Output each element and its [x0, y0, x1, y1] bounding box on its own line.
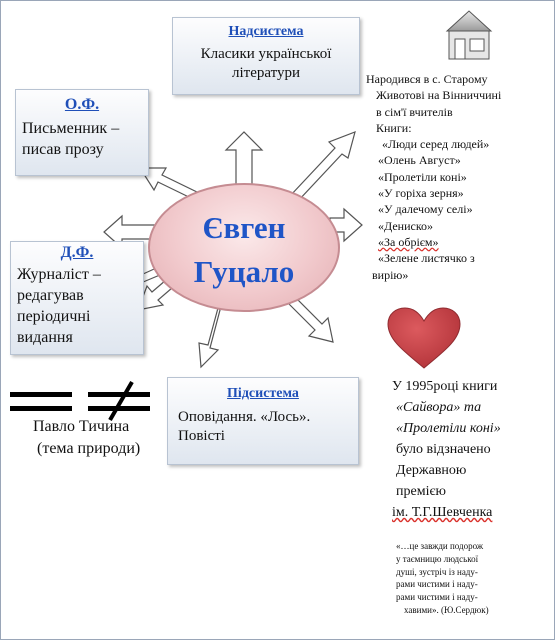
center-ellipse: Євген Гуцало — [148, 183, 340, 312]
supersystem-text-1: Класики української — [200, 46, 332, 62]
subsystem-box: Підсистема Оповідання. «Лось». Повісті — [167, 377, 359, 465]
quote-line: хавими». (Ю.Сердюк) — [404, 604, 489, 615]
not-equals-icon — [88, 380, 150, 422]
df-text-3: періодичні — [17, 308, 91, 325]
quote-line: рами чистими і наду- — [396, 579, 478, 590]
of-text-1: Письменник – — [22, 120, 120, 137]
book-item: «У горіха зерня» — [378, 186, 464, 201]
center-name-2: Гуцало — [193, 254, 295, 289]
bio-line: Книги: — [376, 120, 412, 135]
book-item: «За обрієм» — [378, 234, 439, 249]
subsystem-text-2: Повісті — [178, 428, 225, 444]
book-item: вирію» — [372, 267, 409, 282]
quote-line: у таємницю людської — [396, 553, 479, 564]
award-line: «Пролетіли коні» — [396, 421, 501, 436]
subsystem-text-1: Оповідання. «Лось». — [178, 409, 311, 425]
center-name-1: Євген — [202, 210, 286, 245]
award-line: було відзначено — [396, 442, 491, 457]
book-item: «Дениско» — [378, 218, 434, 233]
bio-line: Животові на Вінниччині — [376, 88, 502, 103]
quote-text: «…це завжди подорож у таємницю людської … — [384, 540, 554, 617]
arrow-up-left — [138, 167, 200, 201]
df-box: Д.Ф. Журналіст – редагував періодичні ви… — [10, 241, 144, 355]
bio-line: в сім'ї вчителів — [376, 104, 453, 119]
subsystem-title: Підсистема — [227, 386, 299, 401]
award-text: У 1995році книги «Сайвора» та «Пролетіли… — [390, 376, 550, 523]
arrow-down-left — [137, 279, 173, 311]
biography-text: Народився в с. Старому Животові на Вінни… — [366, 71, 546, 283]
book-item: «Пролетіли коні» — [378, 169, 467, 184]
df-title: Д.Ф. — [60, 244, 94, 261]
supersystem-title: Надсистема — [228, 24, 304, 39]
book-item: «Олень Август» — [378, 153, 461, 168]
award-line: ім. Т.Г.Шевченка — [392, 505, 493, 520]
arrow-up-right — [289, 131, 356, 203]
heart-icon — [387, 307, 461, 369]
of-box: О.Ф. Письменник – писав прозу — [15, 89, 149, 176]
award-line: У 1995році книги — [392, 379, 498, 394]
award-line: «Сайвора» та — [396, 400, 482, 415]
equals-icon — [10, 392, 72, 411]
quote-line: «…це завжди подорож — [396, 541, 484, 551]
of-title: О.Ф. — [64, 96, 100, 113]
df-text-2: редагував — [17, 287, 84, 304]
df-text-1: Журналіст – — [17, 266, 101, 283]
comparison-note: (тема природи) — [37, 440, 141, 457]
supersystem-text-2: літератури — [231, 65, 301, 81]
book-item: «У далечому селі» — [378, 202, 473, 217]
award-line: Державною — [396, 463, 467, 478]
arrow-down — [198, 306, 221, 369]
quote-line: рами чистими і наду- — [396, 592, 478, 603]
df-text-4: видання — [17, 329, 73, 346]
book-item: «Зелене листячко з — [378, 251, 475, 266]
comparison-name: Павло Тичина — [33, 418, 130, 435]
book-item: «Люди серед людей» — [382, 137, 490, 152]
arrow-up — [224, 131, 264, 191]
award-line: премією — [396, 484, 446, 499]
house-icon — [445, 10, 493, 60]
supersystem-box: Надсистема Класики української літератур… — [172, 17, 360, 95]
bio-line: Народився в с. Старому — [366, 72, 488, 86]
of-text-2: писав прозу — [22, 141, 104, 158]
quote-line: душі, зустріч із наду- — [396, 566, 478, 577]
